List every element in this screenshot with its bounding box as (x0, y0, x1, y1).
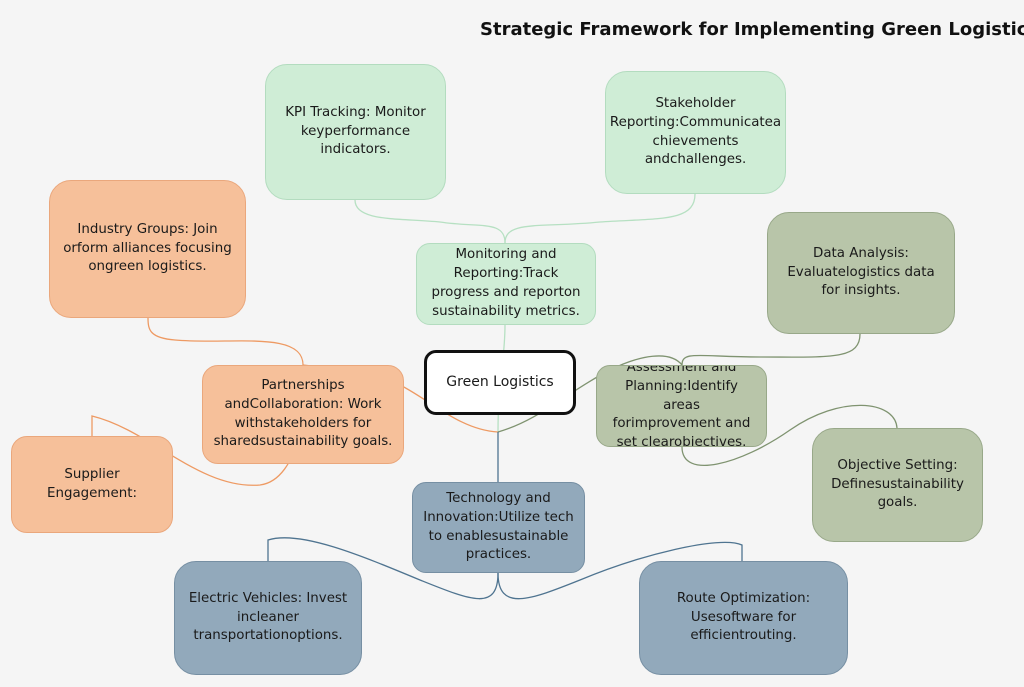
branch-technology-label: Technology and Innovation:Utilize tech t… (423, 490, 574, 563)
branch-assessment-label: Assessment and Planning:Identify areas f… (612, 365, 751, 447)
branch-monitoring-label: Monitoring and Reporting:Track progress … (431, 247, 581, 319)
central-topic-label: Green Logistics (446, 373, 554, 390)
node-objective-setting[interactable]: Objective Setting: Definesustainability … (812, 428, 983, 542)
branch-assessment-planning[interactable]: Assessment and Planning:Identify areas f… (596, 365, 767, 447)
node-kpi-label: KPI Tracking: Monitor keyperformance ind… (285, 104, 426, 158)
link-assessment-data (681, 333, 861, 366)
node-route-optimization[interactable]: Route Optimization: Usesoftware for effi… (639, 561, 848, 675)
link-monitoring-kpi (354, 199, 506, 244)
link-monitoring-stakeholder (504, 193, 696, 244)
node-objective-label: Objective Setting: Definesustainability … (831, 457, 964, 511)
branch-partnerships-label: Partnerships andCollaboration: Work with… (213, 377, 393, 450)
node-electric-vehicles[interactable]: Electric Vehicles: Invest incleaner tran… (174, 561, 362, 675)
node-route-label: Route Optimization: Usesoftware for effi… (676, 590, 811, 644)
diagram-title: Strategic Framework for Implementing Gre… (480, 19, 1024, 40)
node-stakeholder-reporting[interactable]: Stakeholder Reporting:Communicatea chiev… (605, 71, 786, 194)
node-data-label: Data Analysis: Evaluatelogistics data fo… (787, 245, 935, 299)
node-supplier-engagement[interactable]: Supplier Engagement: (11, 436, 173, 533)
node-industry-label: Industry Groups: Join orform alliances f… (63, 221, 232, 275)
node-supplier-label: Supplier Engagement: (47, 466, 137, 501)
node-data-analysis[interactable]: Data Analysis: Evaluatelogistics data fo… (767, 212, 955, 334)
node-kpi-tracking[interactable]: KPI Tracking: Monitor keyperformance ind… (265, 64, 446, 200)
link-technology-electric (267, 537, 499, 600)
link-technology-route (497, 541, 743, 600)
branch-monitoring-reporting[interactable]: Monitoring and Reporting:Track progress … (416, 243, 596, 325)
link-assessment-objective (681, 404, 898, 467)
node-electric-label: Electric Vehicles: Invest incleaner tran… (188, 590, 348, 644)
node-industry-groups[interactable]: Industry Groups: Join orform alliances f… (49, 180, 246, 318)
node-stakeholder-label: Stakeholder Reporting:Communicatea chiev… (609, 95, 782, 168)
branch-partnerships-collaboration[interactable]: Partnerships andCollaboration: Work with… (202, 365, 404, 464)
central-topic[interactable]: Green Logistics (424, 350, 576, 415)
link-partnerships-industry (147, 317, 304, 366)
branch-technology-innovation[interactable]: Technology and Innovation:Utilize tech t… (412, 482, 585, 573)
